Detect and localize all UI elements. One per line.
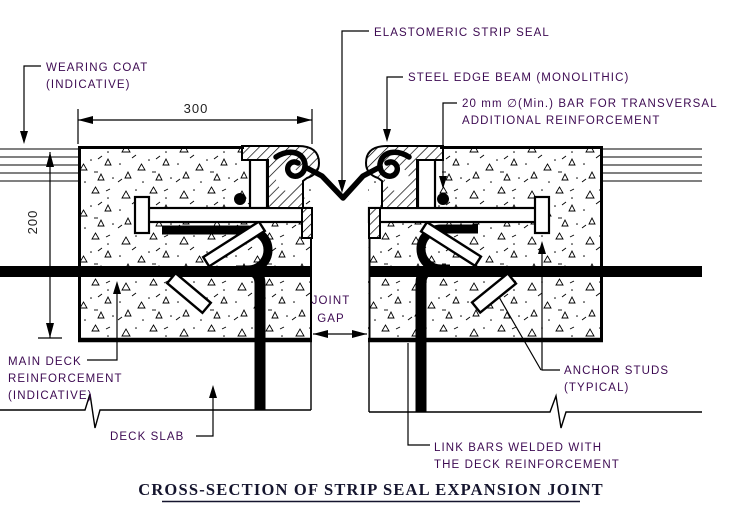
dimension-300 [77,109,313,144]
deck-slab-bottom-right [369,393,702,429]
leader-arrow-main-deck [113,281,121,294]
seal-groove-right [385,167,409,191]
leader-arrow-deck-slab [209,385,217,398]
anchor-plate-left-end-cap [133,195,151,235]
wearing-coat-layers-left [0,148,78,182]
wearing-coat-layers-right [603,148,702,182]
vertical-plate-left [248,156,269,212]
dim-200-arrow-top [46,152,54,167]
leader-anchor-studs-diagonal [498,296,542,371]
dim-300-arrow-right [297,116,312,124]
drawing-title: CROSS-SECTION OF STRIP SEAL EXPANSION JO… [138,480,604,499]
leader-elastomeric-seal [341,30,369,183]
leader-arrow-transversal-bar [439,176,447,189]
label-transversal-bar-line1: 20 mm ∅(Min.) BAR FOR TRANSVERSAL [462,98,718,110]
leader-steel-edge-beam [386,76,403,131]
vertical-plate-right [416,156,437,212]
leader-arrow-edge-beam [383,129,391,142]
deck-slab-bottom-left [0,393,311,429]
anchor-stud-right-lower [470,271,518,315]
leader-arrow-wearing-coat [20,131,28,144]
deck-slab-outline [0,342,702,429]
anchor-stud-left-lower [165,271,213,315]
anchor-stud-left-upper [201,219,267,269]
main-deck-reinforcement-right [369,266,702,277]
label-joint-gap-line2: GAP [317,313,345,325]
anchor-plate-right-end-cap [533,195,551,235]
dimension-300-value: 300 [184,101,209,116]
anchor-plate-right [367,206,539,224]
leader-main-deck-reinforcement [87,292,118,361]
steel-edge-beam-right-leg [368,207,381,239]
anchor-plate-left [145,206,312,224]
label-link-bars-line1: LINK BARS WELDED WITH [434,442,602,454]
steel-edge-beam-left-leg [301,207,313,239]
transversal-bar-right [437,193,449,205]
label-deck-slab: DECK SLAB [110,431,184,443]
block-outlines [78,146,603,343]
leader-deck-slab [196,396,214,437]
dimension-200-value: 200 [25,210,40,235]
label-main-deck-line3: (INDICATIVE) [8,390,93,402]
leader-lines [23,30,560,446]
main-deck-reinforcement-left [0,266,311,277]
label-anchor-studs-line1: ANCHOR STUDS [564,365,669,377]
label-main-deck-line2: REINFORCEMENT [8,373,123,385]
joint-gap-arrow-left [313,330,328,338]
elastomeric-strip-seal [273,149,412,201]
dimension-200 [38,152,62,339]
label-transversal-bar-line2: ADDITIONAL REINFORCEMENT [462,115,660,127]
joint-gap-arrow-right [352,330,367,338]
leader-transversal-bar [442,102,457,177]
seal-groove-left [276,167,300,191]
label-anchor-studs-line2: (TYPICAL) [564,382,630,394]
label-main-deck-line1: MAIN DECK [8,356,82,368]
leader-link-bars [407,343,430,446]
leader-arrow-elastomeric [338,180,346,193]
leader-anchor-studs-vertical [541,250,560,371]
label-elastomeric-strip-seal: ELASTOMERIC STRIP SEAL [374,27,550,39]
transversal-bar-left [234,193,246,205]
label-wearing-coat-line1: WEARING COAT [46,62,148,74]
label-steel-edge-beam: STEEL EDGE BEAM (MONOLITHIC) [408,72,629,84]
anchor-stud-right-upper [419,220,483,268]
annotation-labels: WEARING COAT (INDICATIVE) ELASTOMERIC ST… [8,27,718,471]
leader-arrow-anchor-studs [538,241,546,254]
dim-200-arrow-bottom [46,323,54,338]
label-wearing-coat-line2: (INDICATIVE) [46,79,131,91]
dim-300-arrow-left [78,116,93,124]
label-joint-gap-line1: JOINT [312,295,351,307]
leader-wearing-coat [23,65,41,132]
label-link-bars-line2: THE DECK REINFORCEMENT [434,459,620,471]
